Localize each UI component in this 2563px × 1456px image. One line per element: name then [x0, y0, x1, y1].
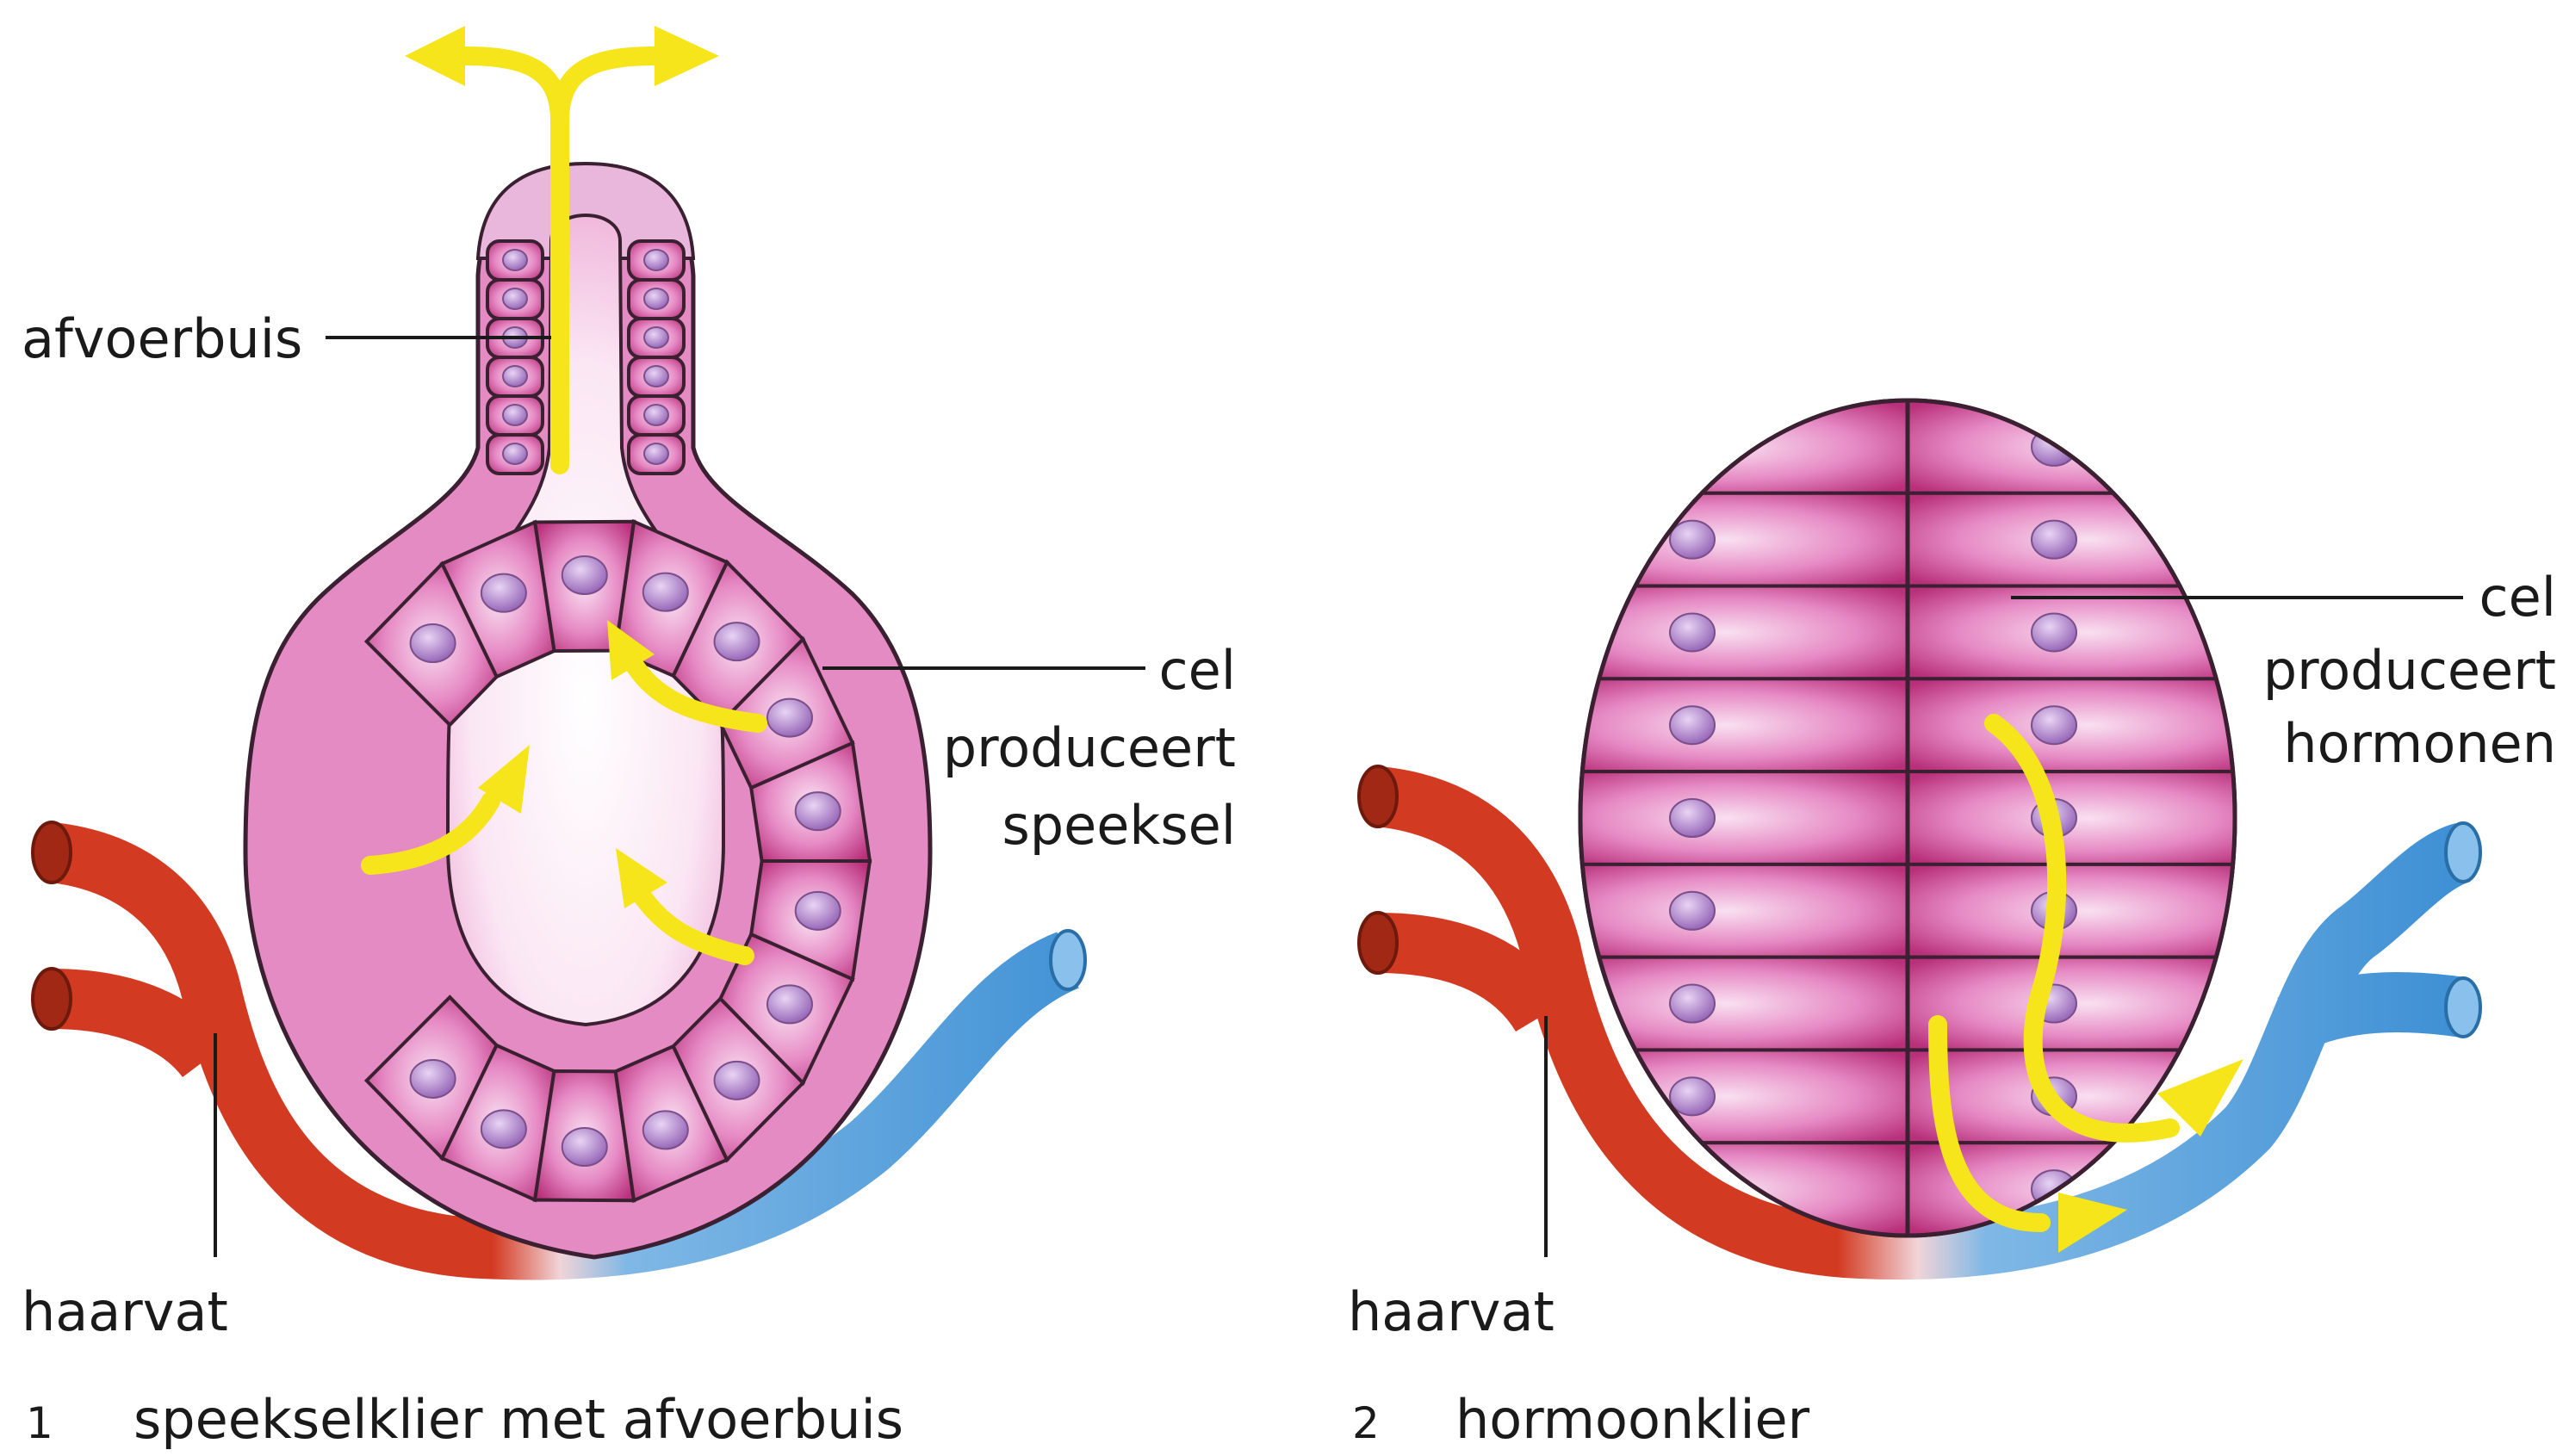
cell-nucleus	[644, 327, 668, 348]
label-haarvat: haarvat	[22, 1280, 228, 1343]
label-hormonen: hormonen	[2283, 712, 2556, 775]
cell-nucleus	[796, 792, 841, 830]
gland-cell	[1546, 586, 1908, 679]
caption-title: speekselklier met afvoerbuis	[133, 1388, 903, 1451]
cell-nucleus	[481, 1110, 526, 1148]
cell-nucleus	[644, 443, 668, 464]
cell-nucleus	[715, 1062, 760, 1100]
panel-hormone-gland: cel produceert hormonen haarvat 2 hormoo…	[1348, 400, 2556, 1451]
cell-nucleus	[1670, 613, 1715, 651]
cell-nucleus	[796, 892, 841, 930]
cell-nucleus	[1670, 428, 1715, 466]
label-cel: cel	[2479, 566, 2556, 629]
cell-nucleus	[715, 623, 760, 660]
gland-cell	[1546, 400, 1908, 493]
caption-number: 2	[1352, 1398, 1380, 1448]
cell-nucleus	[481, 574, 526, 612]
gland-cell	[1908, 678, 2269, 771]
gland-cell	[1908, 493, 2269, 586]
caption-number: 1	[26, 1398, 53, 1448]
capillary-opening-icon	[1359, 913, 1397, 973]
panel-salivary-gland: afvoerbuis cel produceert speeksel haarv…	[22, 26, 1236, 1451]
hormone-gland	[1546, 400, 2269, 1236]
gland-cell	[1546, 678, 1908, 771]
cell-nucleus	[411, 624, 456, 662]
cell-nucleus	[2032, 521, 2076, 559]
capillary-opening-icon	[1359, 766, 1397, 827]
cell-nucleus	[503, 366, 527, 387]
label-afvoerbuis: afvoerbuis	[22, 307, 302, 370]
cell-nucleus	[1670, 985, 1715, 1023]
cell-nucleus	[1670, 799, 1715, 837]
cell-nucleus	[767, 985, 812, 1023]
cell-nucleus	[562, 556, 607, 594]
gland-cell	[1546, 493, 1908, 586]
cell-nucleus	[1670, 706, 1715, 744]
yellow-arrow-icon	[405, 26, 465, 86]
capillary-opening-icon	[33, 969, 71, 1029]
cell-nucleus	[503, 288, 527, 309]
cell-nucleus	[644, 288, 668, 309]
salivary-gland	[245, 164, 930, 1257]
cell-nucleus	[2032, 706, 2076, 744]
cell-nucleus	[503, 405, 527, 425]
label-speeksel: speeksel	[1002, 794, 1236, 857]
gland-cell	[1908, 957, 2269, 1050]
cell-nucleus	[1670, 1077, 1715, 1115]
gland-cell	[1908, 864, 2269, 957]
cell-nucleus	[644, 405, 668, 425]
cell-nucleus	[503, 250, 527, 270]
cell-nucleus	[1670, 892, 1715, 930]
cell-nucleus	[411, 1060, 456, 1098]
cell-nucleus	[1670, 521, 1715, 559]
cell-nucleus	[644, 250, 668, 270]
gland-cell	[1546, 864, 1908, 957]
cell-nucleus	[562, 1128, 607, 1166]
label-cel: cel	[1159, 639, 1236, 702]
label-produceert: produceert	[943, 716, 1236, 779]
yellow-arrow-icon	[655, 26, 719, 86]
cell-nucleus	[644, 366, 668, 387]
cell-nucleus	[643, 573, 688, 611]
cell-nucleus	[2032, 613, 2076, 651]
gland-cell	[1546, 771, 1908, 864]
gland-cell	[1908, 771, 2269, 864]
capillary-opening-icon	[33, 822, 71, 883]
cell-nucleus	[767, 699, 812, 737]
label-produceert: produceert	[2263, 639, 2556, 702]
gland-cell	[1908, 586, 2269, 679]
caption-title: hormoonklier	[1455, 1388, 1810, 1451]
gland-cell	[1908, 400, 2269, 493]
cell-nucleus	[643, 1111, 688, 1149]
label-haarvat: haarvat	[1348, 1280, 1555, 1343]
cell-nucleus	[503, 443, 527, 464]
